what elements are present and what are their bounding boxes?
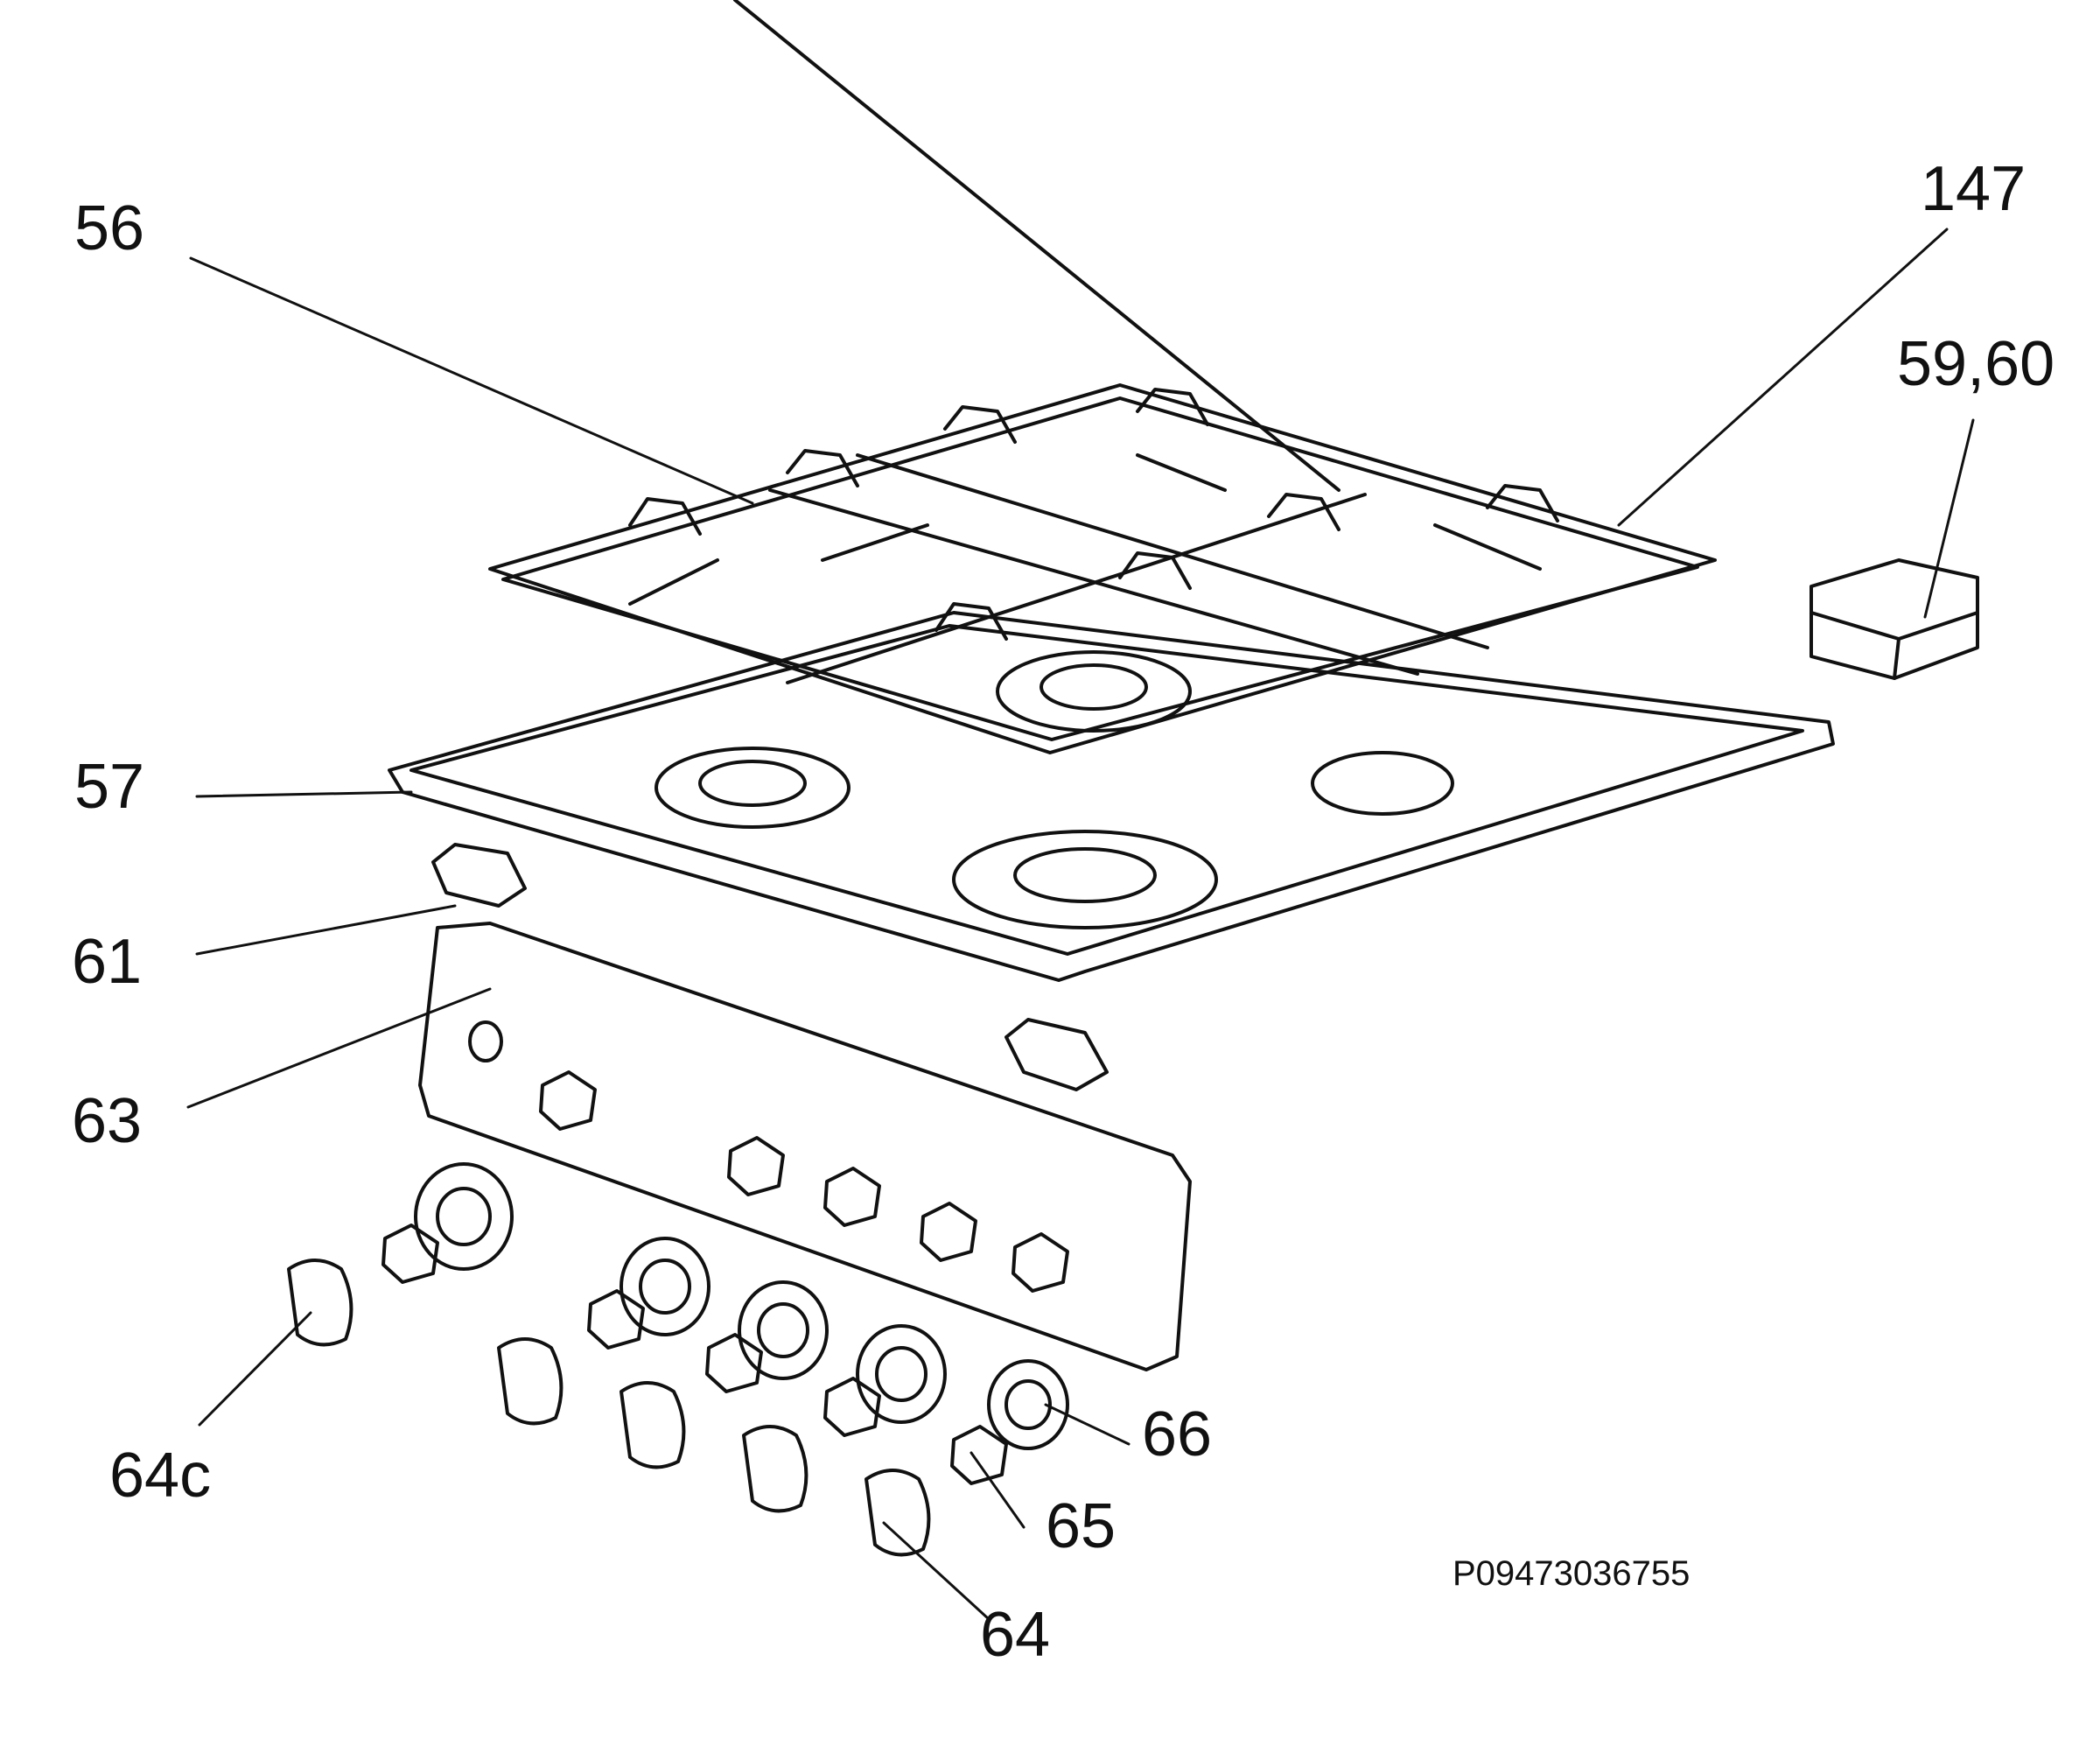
knob-row-right: [497, 1237, 1069, 1557]
callout-64c: 64c: [109, 1441, 212, 1511]
callout-63: 63: [72, 1086, 143, 1156]
hinge-clip-left: [431, 843, 527, 908]
callout-59-60: 59,60: [1897, 329, 2055, 399]
control-panel: [418, 922, 1192, 1371]
knob-row-left: [287, 1162, 514, 1347]
callout-56: 56: [74, 193, 145, 263]
hob-top-plate: [388, 611, 1835, 982]
callout-61: 61: [72, 927, 143, 997]
hinge-clip-right: [1004, 1018, 1109, 1091]
callout-66: 66: [1142, 1399, 1213, 1469]
leader-lines: [186, 228, 1975, 1621]
callout-65: 65: [1046, 1491, 1116, 1561]
callout-57: 57: [74, 752, 145, 822]
callout-147: 147: [1921, 154, 2026, 224]
reference-code: P09473036755: [1452, 1554, 1690, 1593]
callout-64: 64: [980, 1600, 1051, 1670]
injector-block: [1810, 558, 1979, 680]
pan-support-grid: [488, 0, 1717, 754]
